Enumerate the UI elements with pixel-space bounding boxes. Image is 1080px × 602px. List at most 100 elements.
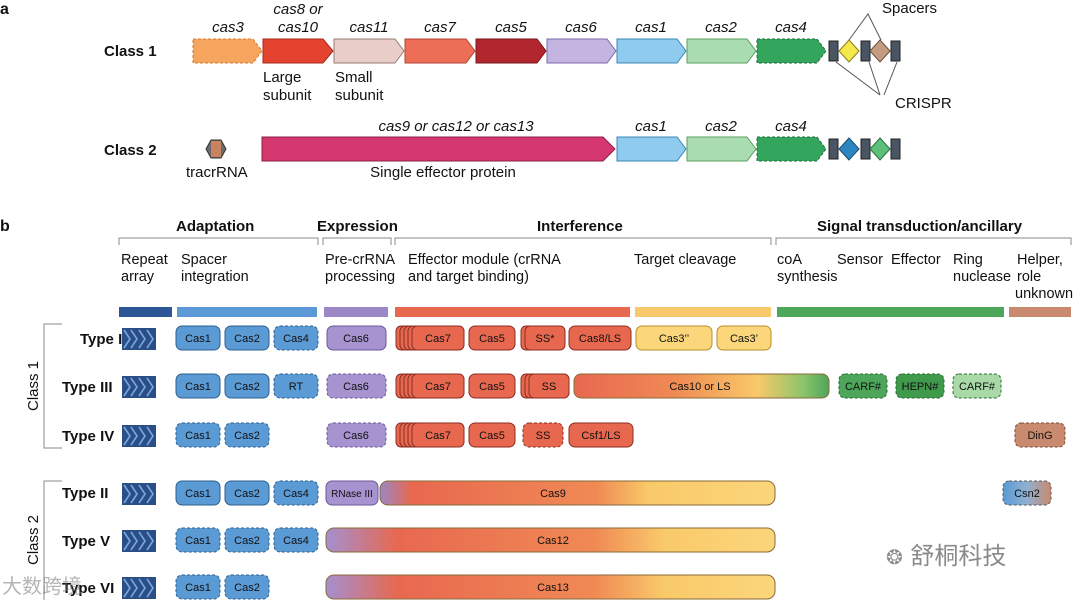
svg-text:Helper,: Helper,	[1017, 252, 1063, 268]
svg-text:cas3: cas3	[212, 19, 244, 36]
effector-genes-label: cas9 or cas12 or cas13	[378, 118, 534, 135]
svg-text:Csf1/LS: Csf1/LS	[581, 430, 620, 442]
subunit-labels: Large subunit Small subunit	[263, 69, 384, 104]
svg-text:cas2: cas2	[705, 19, 737, 36]
stage-brackets	[118, 237, 1072, 245]
svg-text:Cas6: Cas6	[343, 430, 369, 442]
svg-text:Type III: Type III	[62, 379, 113, 396]
svg-text:Type V: Type V	[62, 533, 110, 550]
svg-text:Cas3’: Cas3’	[730, 333, 758, 345]
svg-text:Csn2: Csn2	[1014, 488, 1040, 500]
svg-text:Sensor: Sensor	[837, 252, 883, 268]
class2-bracket	[43, 480, 62, 600]
type-i-row: Cas1 Cas2 Cas4 Cas6 Cas7 Cas5 SS* Cas8/L…	[175, 325, 772, 351]
svg-text:Cas7: Cas7	[425, 333, 451, 345]
svg-text:coA: coA	[777, 252, 802, 268]
gene-cas7-arrow	[404, 38, 476, 64]
class2-side-label: Class 2	[25, 515, 42, 565]
svg-text:Type VI: Type VI	[62, 580, 114, 597]
svg-text:Cas2: Cas2	[234, 582, 260, 594]
svg-text:Pre-crRNA: Pre-crRNA	[325, 252, 395, 268]
svg-text:synthesis: synthesis	[777, 269, 837, 285]
single-effector-label: Single effector protein	[370, 164, 516, 181]
svg-text:role: role	[1017, 269, 1041, 285]
watermark-left: 大数跨境	[2, 574, 82, 598]
wechat-icon: ❂	[886, 545, 903, 569]
svg-text:Cas1: Cas1	[185, 488, 211, 500]
svg-text:processing: processing	[325, 269, 395, 285]
svg-text:unknown: unknown	[1015, 286, 1073, 302]
svg-text:Cas2: Cas2	[234, 333, 260, 345]
repeat-arrays	[121, 327, 157, 600]
class1-side-label: Class 1	[25, 361, 42, 411]
svg-text:array: array	[121, 269, 155, 285]
svg-text:subunit: subunit	[335, 87, 384, 104]
svg-text:Effector module (crRNA: Effector module (crRNA	[408, 252, 561, 268]
svg-text:Cas2: Cas2	[234, 488, 260, 500]
svg-text:SS: SS	[536, 430, 551, 442]
svg-text:nuclease: nuclease	[953, 269, 1011, 285]
svg-text:Cas10 or LS: Cas10 or LS	[669, 381, 730, 393]
gene-cas4-arrow	[756, 38, 827, 64]
class2-gene-labels: cas1 cas2 cas4	[635, 118, 807, 135]
svg-text:Repeat: Repeat	[121, 252, 168, 268]
svg-text:Cas4: Cas4	[283, 333, 309, 345]
watermark-right-text: 舒桐科技	[910, 542, 1007, 570]
svg-text:Type I: Type I	[80, 331, 122, 348]
class2-gene-arrows	[616, 136, 827, 162]
type-vi-row: Cas1 Cas2 Cas13	[175, 574, 776, 600]
svg-text:SS*: SS*	[536, 333, 556, 345]
type-ii-row: Cas1 Cas2 Cas4 RNase III Cas9 Csn2	[175, 480, 1052, 506]
svg-text:Cas3’’: Cas3’’	[659, 333, 689, 345]
svg-text:Type II: Type II	[62, 485, 108, 502]
svg-text:Cas1: Cas1	[185, 430, 211, 442]
svg-text:cas11: cas11	[350, 19, 389, 36]
type-iv-row: Cas1 Cas2 Cas6 Cas7 Cas5 SS Csf1/LS DinG	[175, 422, 1066, 448]
svg-text:CARF#: CARF#	[959, 381, 996, 393]
type-v-row: Cas1 Cas2 Cas4 Cas12	[175, 527, 776, 553]
svg-text:RNase III: RNase III	[331, 489, 373, 500]
spacer-yellow	[838, 39, 860, 63]
spacers-label: Spacers	[882, 0, 937, 17]
svg-text:Expression: Expression	[317, 218, 398, 235]
svg-text:cas5: cas5	[495, 19, 527, 36]
watermark-right: ❂ 舒桐科技	[886, 536, 1006, 571]
svg-text:Cas6: Cas6	[343, 381, 369, 393]
gene-cas8-arrow	[262, 38, 334, 64]
type-iii-row: Cas1 Cas2 RT Cas6 Cas7 Cas5 SS Cas10 or …	[175, 373, 1002, 399]
svg-text:SS: SS	[542, 381, 557, 393]
gene-cas3-arrow	[192, 38, 263, 64]
class1-label: Class 1	[104, 43, 157, 60]
svg-text:cas1: cas1	[635, 118, 667, 135]
svg-text:subunit: subunit	[263, 87, 312, 104]
svg-text:Cas2: Cas2	[234, 381, 260, 393]
svg-text:Spacer: Spacer	[181, 252, 227, 268]
class2-crispr-array	[828, 137, 901, 161]
svg-text:cas8 or: cas8 or	[273, 1, 323, 18]
svg-text:Effector: Effector	[891, 252, 941, 268]
panel-b-label: b	[0, 218, 10, 235]
svg-text:Cas7: Cas7	[425, 381, 451, 393]
stage-headers: Adaptation Expression Interference Signa…	[176, 218, 1023, 235]
class1-gene-labels: cas3 cas8 or cas10 cas11 cas7 cas5 cas6 …	[212, 1, 807, 36]
svg-text:Interference: Interference	[537, 218, 623, 235]
gene-cas2-arrow	[686, 38, 757, 64]
gene-cas5-arrow	[475, 38, 547, 64]
svg-text:cas2: cas2	[705, 118, 737, 135]
svg-text:Cas4: Cas4	[283, 488, 309, 500]
stage-colour-bars	[119, 307, 1071, 317]
class1-gene-arrows	[192, 38, 827, 64]
svg-text:Ring: Ring	[953, 252, 983, 268]
svg-text:cas4: cas4	[775, 19, 807, 36]
svg-text:integration: integration	[181, 269, 249, 285]
svg-text:Cas13: Cas13	[537, 582, 569, 594]
svg-text:Cas2: Cas2	[234, 535, 260, 547]
svg-text:Cas5: Cas5	[479, 333, 505, 345]
gene-cas11-arrow	[333, 38, 405, 64]
svg-text:cas6: cas6	[565, 19, 597, 36]
class1-crispr-array	[828, 13, 901, 96]
svg-text:Cas5: Cas5	[479, 381, 505, 393]
svg-text:Cas8/LS: Cas8/LS	[579, 333, 621, 345]
svg-text:Cas1: Cas1	[185, 333, 211, 345]
